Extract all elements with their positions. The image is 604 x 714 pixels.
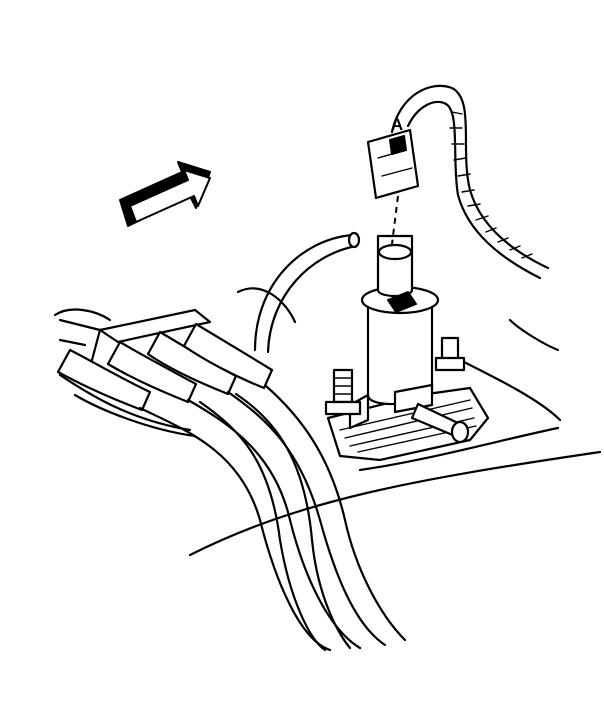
electrical-connector: A — [366, 115, 420, 245]
vacuum-solenoid — [348, 234, 440, 430]
vacuum-port — [410, 402, 470, 444]
mounting-nut-right — [434, 336, 466, 372]
mounting-nut-left — [324, 368, 362, 416]
vacuum-hose-loop — [253, 231, 361, 354]
engine-surface — [53, 287, 602, 557]
vacuum-hoses — [56, 322, 407, 652]
connector-pin-label: A — [391, 115, 403, 134]
wiring-harness — [390, 84, 550, 280]
direction-arrow-icon — [119, 161, 211, 227]
hose-bracket — [58, 308, 212, 362]
alignment-dashed-line — [391, 195, 399, 245]
